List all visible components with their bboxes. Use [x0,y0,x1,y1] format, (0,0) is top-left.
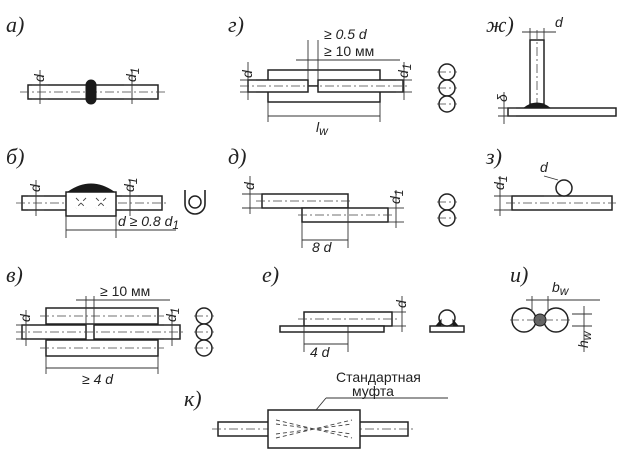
dim-d-v: d [17,313,33,322]
dim-ge10mm-g: ≥ 10 мм [324,43,374,59]
dim-d1-b: d1 [121,178,140,192]
panel-e: е) d 4 d [262,262,465,360]
panel-d: д) d d1 8 d [228,144,457,255]
label-z: з) [485,144,502,169]
panel-v: в) ≥ 10 мм d d1 ≥ 4 d [6,262,214,387]
dim-d-e: d [393,299,409,308]
panel-zh: ж) d δ [486,12,617,124]
panel-i: и) bw hw [510,262,600,352]
dim-d-z: d [540,159,549,175]
dim-d-g: d [239,69,255,78]
dim-hw-i: hw [575,330,594,348]
panel-g: г) ≥ 0.5 d ≥ 10 мм d d1 lw [228,12,457,138]
label-e: е) [262,262,279,287]
panel-b: б) d d1 d ≥ 0.8 d1 [6,144,206,238]
plate-e [279,325,385,333]
dim-d1-v: d1 [163,308,182,322]
label-v: в) [6,262,23,287]
cover-bar-b [65,191,117,217]
panel-k: к) Стандартная муфта [184,369,448,449]
label-b: б) [6,144,24,169]
dim-d1-g: d1 [395,64,414,78]
dim-lw-g: lw [316,119,329,138]
dim-d-ge-08d1-b: d ≥ 0.8 d1 [118,213,179,232]
dim-delta-zh: δ [494,94,510,102]
dim-d-b: d [27,183,43,192]
dim-d-d: d [241,181,257,190]
coupling-label-line2: муфта [352,383,394,399]
label-a: а) [6,12,24,37]
dim-8d-d: 8 d [312,239,333,255]
fillet-weld-zh [522,102,552,109]
label-g: г) [228,12,244,37]
label-k: к) [184,386,202,411]
dim-4d-e: 4 d [310,344,331,360]
label-zh: ж) [486,12,514,37]
dim-ge4d-v: ≥ 4 d [82,371,114,387]
label-i: и) [510,262,528,287]
dim-d1-a: d1 [123,68,142,82]
dim-ge10mm-v: ≥ 10 мм [100,283,150,299]
dim-d1-d: d1 [387,190,406,204]
channel-section-b [184,190,206,215]
dim-d-a: d [31,73,47,82]
weld-bead-b [66,183,116,193]
coupling-label-line1: Стандартная [336,369,421,385]
dim-d-zh: d [555,14,564,30]
cross-bar-z [555,179,573,197]
panel-a: а) d d1 [6,12,165,105]
butt-weld-a [85,79,97,105]
dim-bw-i: bw [552,279,570,298]
dim-d1-z: d1 [491,176,510,190]
label-d: д) [228,144,246,169]
panel-z: з) d d1 [485,144,616,216]
dim-ge05d-g: ≥ 0.5 d [324,26,368,42]
plate-zh [507,107,617,117]
